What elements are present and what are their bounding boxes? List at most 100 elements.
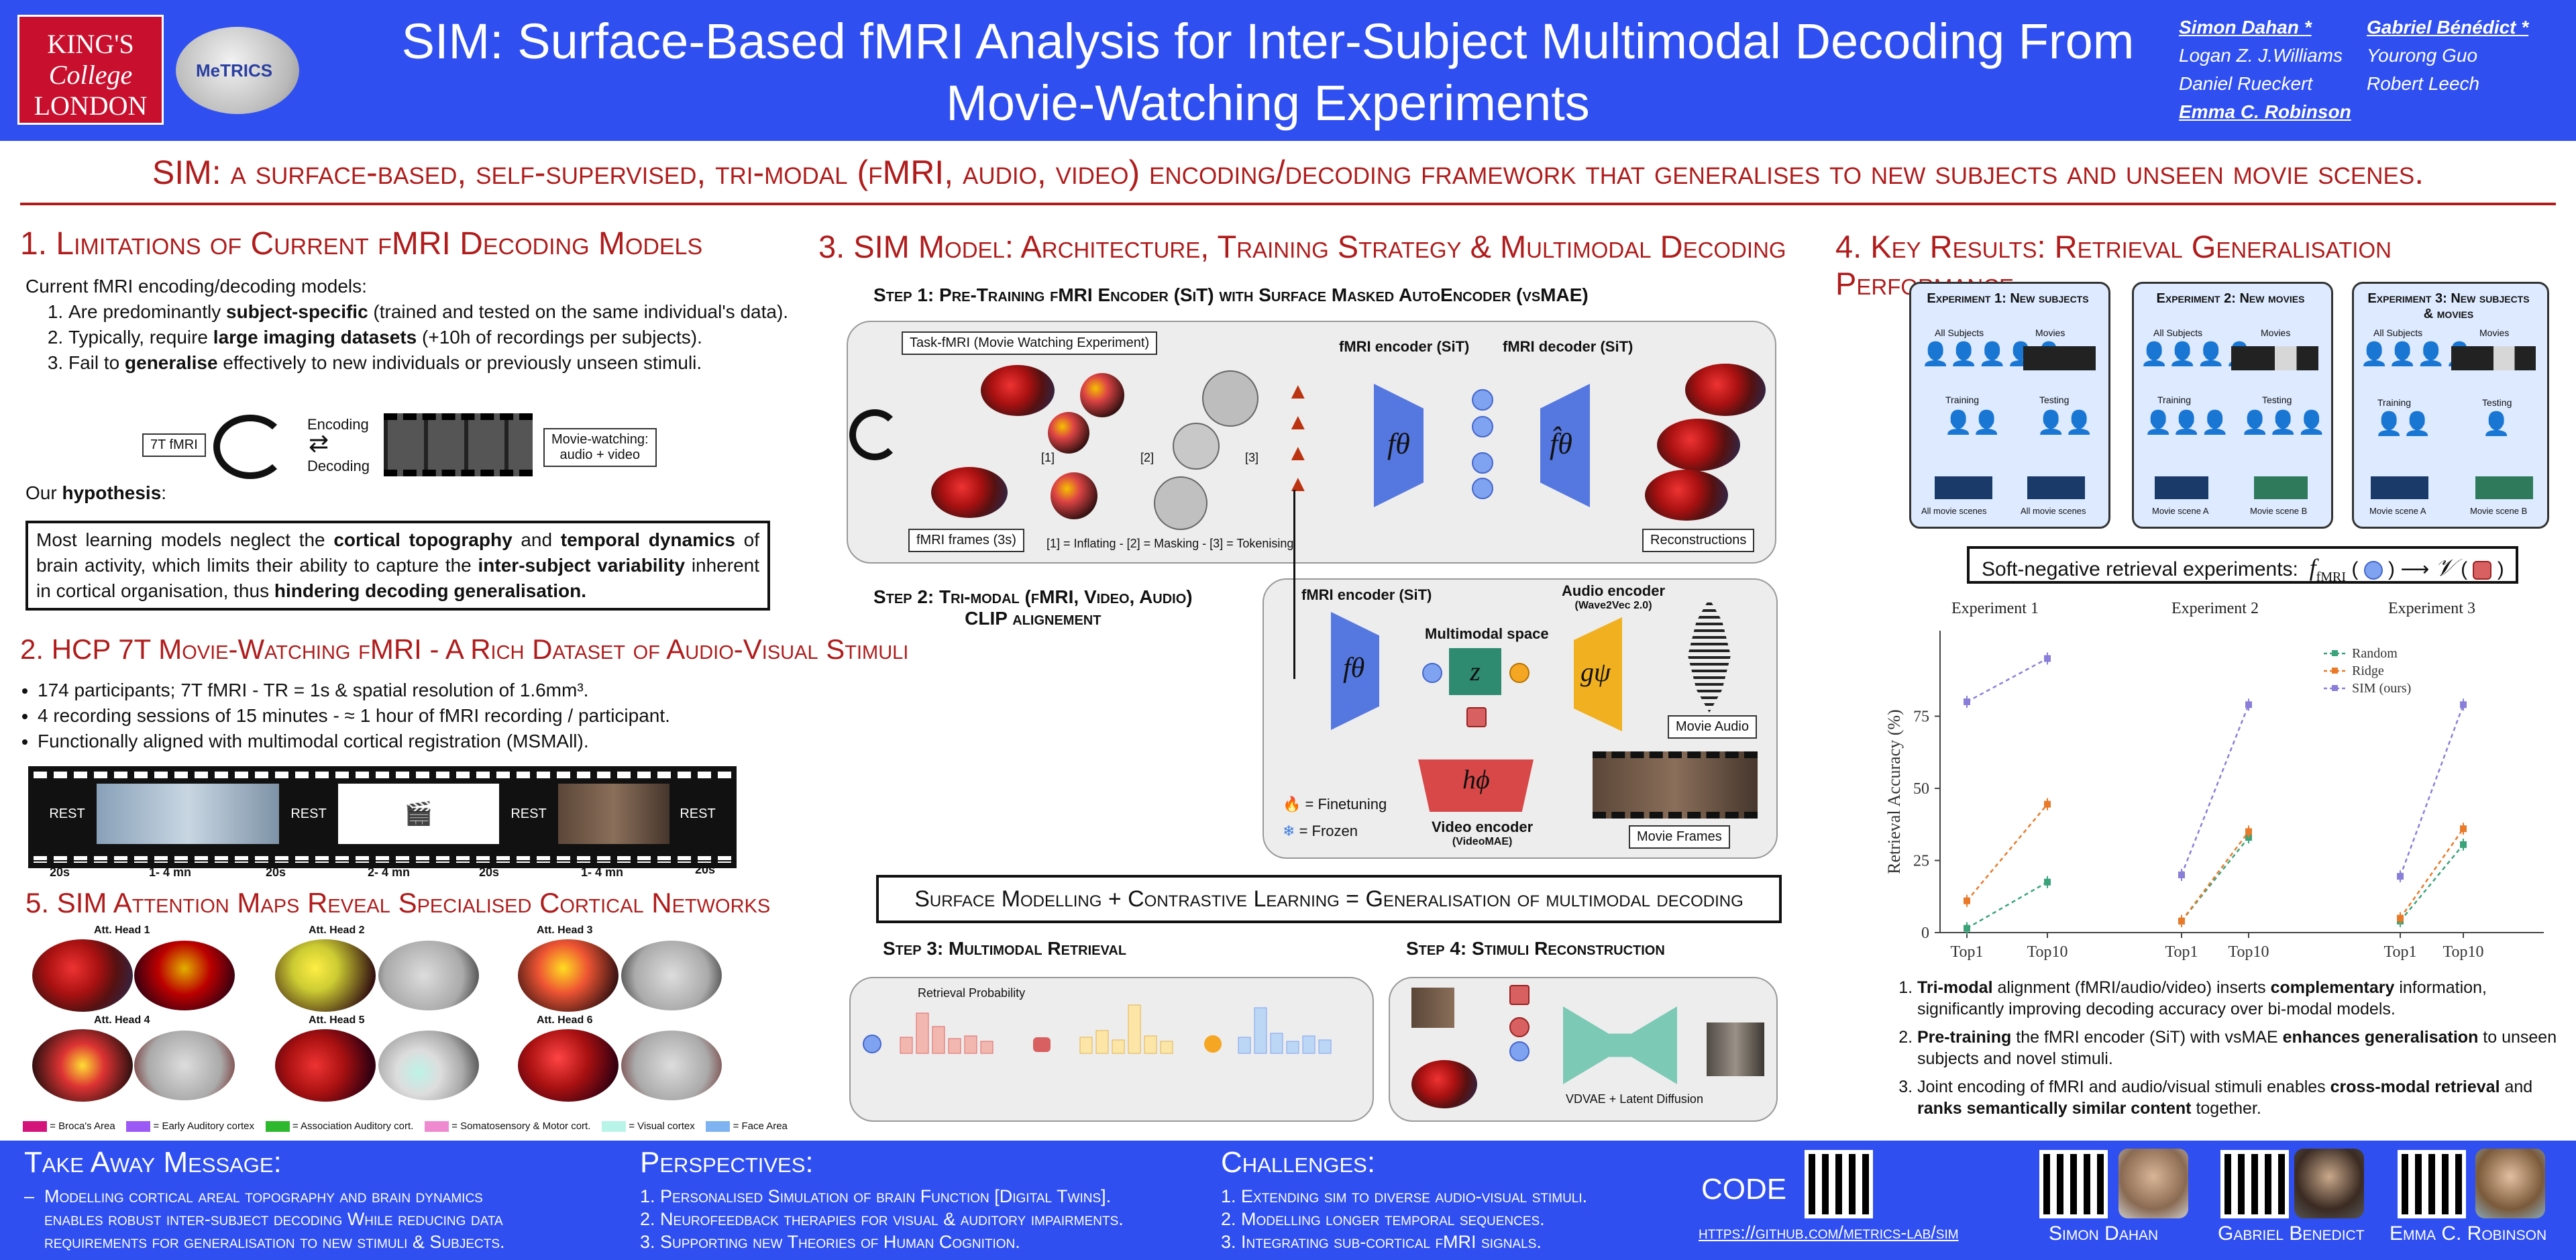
fmri-embedding: [1509, 1041, 1529, 1061]
data-point: [2245, 828, 2252, 835]
timeline-label: 1- 4 mn: [149, 865, 192, 879]
flame-icon: 🔥: [1283, 796, 1301, 812]
data-point: [2178, 917, 2185, 925]
latent-token: [1472, 478, 1493, 499]
data-point: [2044, 800, 2051, 808]
legend-marker: [2332, 668, 2338, 674]
movie-filmstrip-image: [384, 413, 533, 476]
limitation-item: Typically, require large imaging dataset…: [68, 325, 797, 350]
code-url-link[interactable]: https://github.com/metrics-lab/sim: [1699, 1222, 1959, 1243]
brain-surface-image: [518, 1029, 619, 1102]
attention-legend: = Broca's Area = Early Auditory cortex =…: [23, 1120, 801, 1135]
exp-label: Movie scene B: [2250, 506, 2308, 516]
limitation-item: Fail to generalise effectively to new in…: [68, 350, 797, 376]
legend-swatch: [23, 1121, 47, 1133]
movie-clip-1-frames: [97, 784, 279, 844]
data-point: [2245, 701, 2252, 708]
masked-sphere-image: [1154, 476, 1208, 530]
challenges-title: Challenges:: [1221, 1146, 1376, 1179]
masked-sphere-image: [1202, 370, 1258, 427]
section-2-title: 2. HCP 7T Movie-Watching fMRI - A Rich D…: [20, 633, 909, 665]
kcl-logo: KING'S College LONDON: [17, 15, 164, 125]
encoder-feed-line: [1293, 490, 1295, 679]
y-tick-label: 50: [1913, 780, 1929, 798]
attention-maps: Att. Head 1 Att. Head 2 Att. Head 3 Att.…: [27, 925, 738, 1106]
person-name: Gabriel Benedict: [2218, 1222, 2365, 1245]
author-yourong-guo: Yourong Guo: [2367, 45, 2478, 66]
retrieval-accuracy-chart: Retrieval Accuracy (%)0255075Experiment …: [1884, 600, 2544, 961]
latent-token: [1472, 416, 1493, 437]
f-theta-symbol: fθ: [1343, 653, 1365, 684]
experiment-3-title: Experiment 3: New subjects & movies: [2367, 291, 2530, 321]
series-line: [1966, 803, 2048, 902]
legend-marker: [2332, 650, 2338, 656]
att-head-label: Att. Head 6: [537, 1014, 593, 1026]
movie-strip-icon: [2371, 476, 2428, 499]
g-psi-symbol: gψ: [1580, 657, 1611, 687]
reconstruction-brain-image: [1685, 364, 1766, 416]
y-axis-label: Retrieval Accuracy (%): [1884, 709, 1904, 874]
att-head-label: Att. Head 1: [94, 925, 150, 936]
movie-strip-icon: [2155, 476, 2208, 499]
legend-swatch: [425, 1121, 449, 1133]
brain-surface-image: [931, 467, 1008, 518]
rest-frame: REST: [282, 784, 335, 844]
emma-robinson-avatar: [2475, 1149, 2545, 1218]
f-hat-theta-symbol: f̂θ: [1550, 427, 1572, 460]
task-fmri-label: Task-fMRI (Movie Watching Experiment): [902, 331, 1158, 355]
legend-label: Ridge: [2352, 664, 2384, 678]
panel-title: Experiment 3: [2388, 600, 2475, 617]
training-subjects-icon: 👤👤: [2375, 411, 2432, 437]
takeaway-text: – Modelling cortical areal topography an…: [24, 1186, 505, 1252]
movie-strip-icon: [2023, 346, 2096, 370]
series-line: [2181, 831, 2249, 922]
brain-surface-image: [32, 939, 133, 1012]
h-phi-symbol: hϕ: [1462, 764, 1490, 794]
inflated-sphere-image: [1051, 472, 1097, 519]
snowflake-icon: ❄: [1283, 823, 1295, 839]
author-gabriel-benedict[interactable]: Gabriel Bénédict *: [2367, 17, 2529, 38]
x-tick-label: Top10: [2027, 943, 2068, 961]
encoding-label: Encoding: [307, 416, 369, 433]
series-line: [2400, 844, 2464, 922]
finetuning-legend: 🔥 = Finetuning: [1283, 796, 1387, 812]
reconstruction-brain-image: [1657, 419, 1740, 471]
code-qr-code[interactable]: [1805, 1150, 1873, 1218]
brain-surface-image: [378, 1031, 479, 1100]
data-point: [2460, 701, 2467, 708]
gabriel-benedict-qr-code[interactable]: [2220, 1150, 2289, 1218]
gabriel-benedict-avatar: [2294, 1149, 2364, 1218]
emma-robinson-qr-code[interactable]: [2398, 1150, 2466, 1218]
data-point: [2460, 825, 2467, 833]
audio-encoder-label: Audio encoder(Wave2Vec 2.0): [1562, 582, 1666, 611]
legend-swatch: [265, 1121, 290, 1133]
brain-surface-image: [134, 1031, 235, 1100]
step1-panel: [847, 321, 1776, 564]
exp-label: Movie scene A: [2152, 506, 2209, 516]
timeline-label: 2- 4 mn: [368, 865, 411, 879]
author-simon-dahan[interactable]: Simon Dahan *: [2179, 17, 2312, 38]
author-logan-williams: Logan Z. J.Williams: [2179, 45, 2343, 66]
fmri-embedding: [2363, 561, 2383, 580]
exp-label: Training: [2157, 395, 2192, 405]
title-line-2: Movie-Watching Experiments: [946, 75, 1590, 131]
audio-embedding: [1509, 663, 1529, 683]
fmri-symbol: ffMRI: [2309, 554, 2347, 585]
section-5-title: 5. SIM Attention Maps Reveal Specialised…: [25, 887, 771, 918]
author-emma-robinson[interactable]: Emma C. Robinson: [2179, 101, 2351, 122]
x-tick-label: Top1: [2384, 943, 2417, 961]
masked-sphere-image: [1173, 423, 1220, 470]
legend-swatch: [706, 1121, 731, 1133]
simon-dahan-qr-code[interactable]: [2039, 1150, 2108, 1218]
movie-clip-3-frames: [558, 784, 669, 844]
dataset-bullets: 174 participants; 7T fMRI - TR = 1s & sp…: [9, 678, 809, 754]
authors-col-2: Gabriel Bénédict * Yourong Guo Robert Le…: [2367, 13, 2528, 98]
x-tick-label: Top1: [2165, 943, 2198, 961]
step-mark-1: [1]: [1041, 451, 1055, 464]
latent-token: [1472, 452, 1493, 474]
testing-subjects-icon: 👤: [2482, 411, 2511, 437]
data-point: [2460, 841, 2467, 848]
brain-surface-image: [275, 939, 376, 1012]
bidirectional-arrow-icon: ⇄: [309, 429, 329, 457]
data-point: [2044, 655, 2051, 662]
